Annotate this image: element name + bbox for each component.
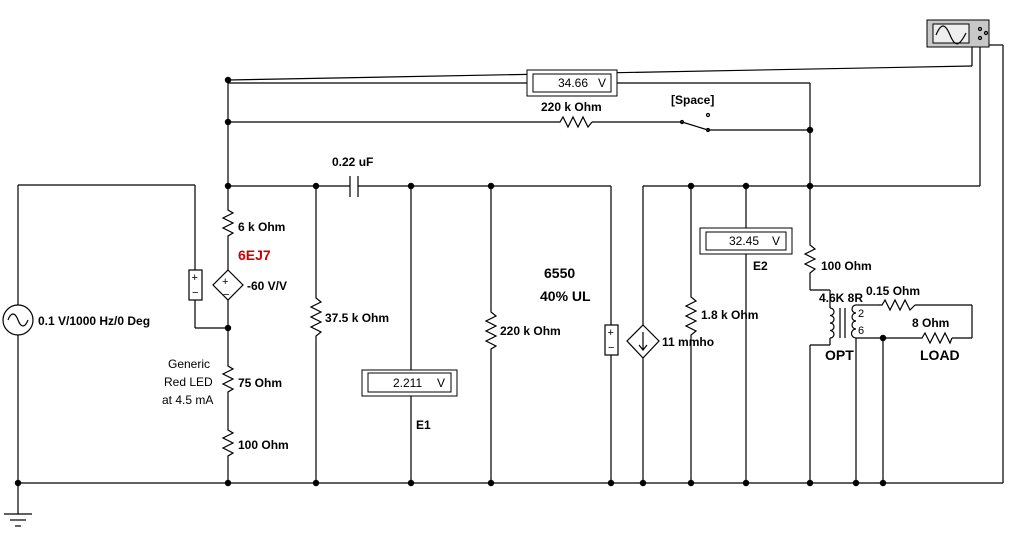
source-label: 0.1 V/1000 Hz/0 Deg xyxy=(38,314,150,328)
e1-label: E1 xyxy=(416,418,431,432)
r-100-plate-label: 100 Ohm xyxy=(821,259,872,273)
r-220k-fb-label: 220 k Ohm xyxy=(541,100,602,114)
ac-source-icon[interactable] xyxy=(2,304,34,336)
sense-box-2-icon: + − xyxy=(604,324,619,356)
xfmr-name: OPT xyxy=(825,347,854,363)
resistor-8-load-icon[interactable] xyxy=(918,331,953,345)
svg-text:+: + xyxy=(608,327,614,339)
tube1-label: 6EJ7 xyxy=(238,247,271,263)
resistor-100-cathode-icon[interactable] xyxy=(221,425,235,460)
resistor-100-plate-icon[interactable] xyxy=(803,240,817,280)
resistor-220k-feedback-icon[interactable] xyxy=(555,115,593,129)
xfmr-ratio: 4.6K 8R xyxy=(819,291,863,305)
r-1k8-label: 1.8 k Ohm xyxy=(701,308,758,322)
svg-text:+: + xyxy=(222,276,228,288)
svg-text:−: − xyxy=(192,287,198,299)
transformer-icon[interactable] xyxy=(829,304,857,339)
voltmeter-top[interactable]: 34.66 V xyxy=(526,69,618,97)
capacitor-icon[interactable] xyxy=(349,176,359,197)
tube2-line1: 6550 xyxy=(544,265,575,281)
r-220k-grid-label: 220 k Ohm xyxy=(500,324,561,338)
wires xyxy=(4,44,1004,527)
oscilloscope-icon[interactable] xyxy=(926,19,990,48)
led-line2: Red LED xyxy=(164,375,213,389)
r-100-cathode-label: 100 Ohm xyxy=(238,438,289,452)
meter-e2-unit: V xyxy=(772,234,780,248)
resistor-015-icon[interactable] xyxy=(878,298,916,312)
meter-e1-value: 2.211 xyxy=(393,376,422,390)
vccs-gm: 11 mmho xyxy=(662,335,714,349)
r-6k-label: 6 k Ohm xyxy=(238,220,285,234)
meter-e2-value: 32.45 xyxy=(729,234,759,248)
resistor-75-icon[interactable] xyxy=(221,362,235,400)
sense-box-icon: + − xyxy=(188,269,203,301)
r-015-label: 0.15 Ohm xyxy=(866,284,920,298)
tube2-line2: 40% UL xyxy=(540,288,591,304)
e2-label: E2 xyxy=(753,259,768,273)
load-label: LOAD xyxy=(920,347,960,363)
vcvs-gain: -60 V/V xyxy=(247,279,287,293)
led-line1: Generic xyxy=(168,357,210,371)
r-37k-label: 37.5 k Ohm xyxy=(325,311,389,325)
led-line3: at 4.5 mA xyxy=(162,393,213,407)
meter-e1-unit: V xyxy=(437,376,445,390)
svg-text:−: − xyxy=(223,289,229,301)
switch-icon[interactable] xyxy=(679,112,711,133)
resistor-37k-icon[interactable] xyxy=(309,293,323,340)
svg-text:−: − xyxy=(608,342,614,354)
vcvs-diamond-icon[interactable]: + − xyxy=(212,269,244,301)
meter-top-unit: V xyxy=(598,76,606,90)
switch-key: [Space] xyxy=(671,93,714,107)
cap-label: 0.22 uF xyxy=(332,155,373,169)
resistor-6k-icon[interactable] xyxy=(221,205,235,240)
resistor-220k-grid-icon[interactable] xyxy=(484,308,498,352)
r-75-label: 75 Ohm xyxy=(238,376,282,390)
voltmeter-e1[interactable]: 2.211 V xyxy=(361,369,458,397)
resistor-1k8-icon[interactable] xyxy=(684,293,698,338)
meter-top-value: 34.66 xyxy=(558,76,588,90)
voltmeter-e2[interactable]: 32.45 V xyxy=(699,227,793,255)
junctions xyxy=(14,76,887,487)
vccs-diamond-icon[interactable] xyxy=(626,324,660,359)
xfmr-tap-2: 2 xyxy=(858,308,864,320)
r-8-label: 8 Ohm xyxy=(912,316,949,330)
xfmr-tap-6: 6 xyxy=(858,325,864,337)
svg-text:+: + xyxy=(192,272,198,284)
